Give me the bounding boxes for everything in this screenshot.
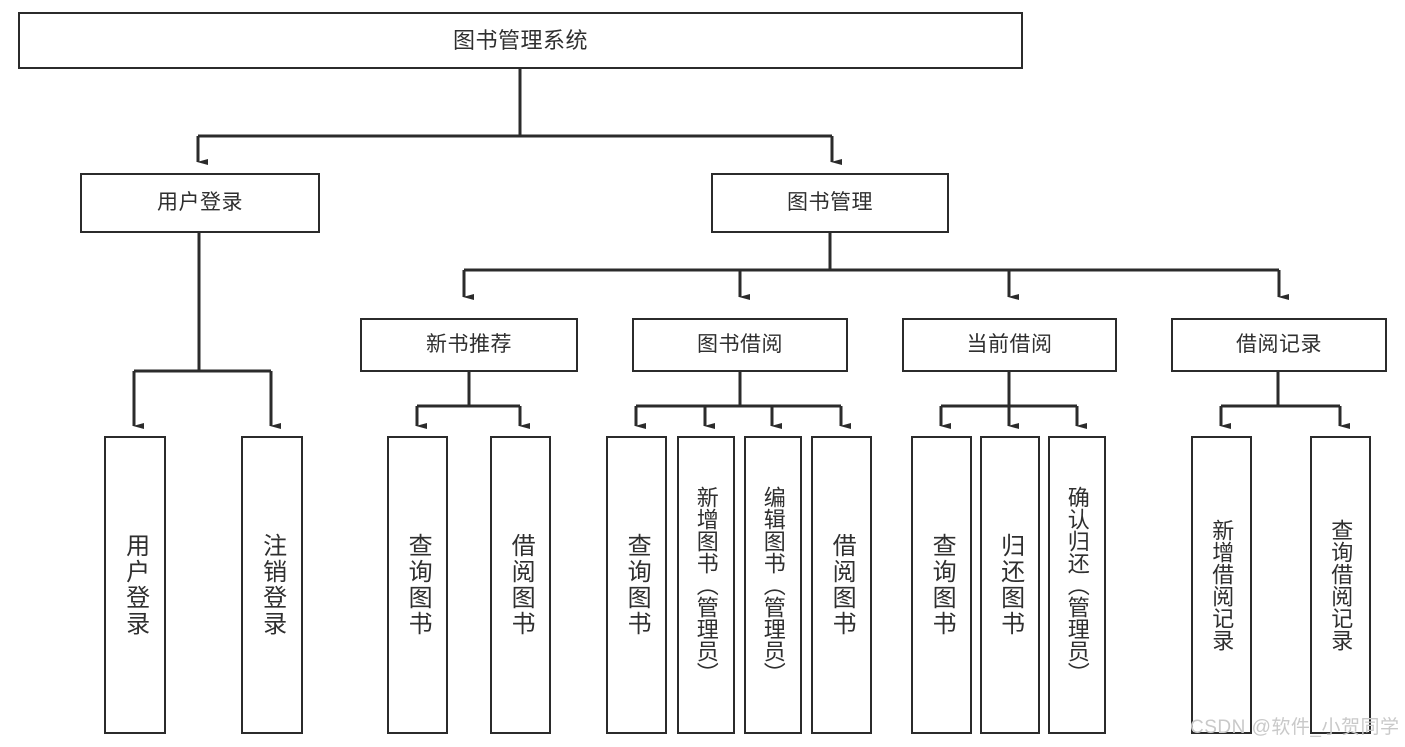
node-label: 查询借阅记录 — [1328, 519, 1354, 651]
leaf-user-login[interactable]: 用户登录 — [104, 436, 166, 734]
node-label: 编辑图书（管理员） — [760, 486, 786, 684]
node-book-management[interactable]: 图书管理 — [711, 173, 949, 233]
watermark-text: CSDN @软件_小贺同学 — [1190, 717, 1400, 738]
node-label: 注销登录 — [258, 533, 286, 637]
node-book-borrow[interactable]: 图书借阅 — [632, 318, 848, 372]
node-label: 新增图书（管理员） — [693, 486, 719, 684]
node-label: 借阅记录 — [1236, 332, 1322, 356]
leaf-query-book-current[interactable]: 查询图书 — [911, 436, 972, 734]
leaf-add-book-admin[interactable]: 新增图书（管理员） — [677, 436, 735, 734]
leaf-logout-login[interactable]: 注销登录 — [241, 436, 303, 734]
node-label: 查询图书 — [404, 533, 432, 637]
node-label: 用户登录 — [157, 190, 243, 214]
leaf-edit-book-admin[interactable]: 编辑图书（管理员） — [744, 436, 802, 734]
leaf-confirm-return-admin[interactable]: 确认归还（管理员） — [1048, 436, 1106, 734]
node-root-system[interactable]: 图书管理系统 — [18, 12, 1023, 69]
leaf-query-borrow-record[interactable]: 查询借阅记录 — [1310, 436, 1371, 734]
node-label: 查询图书 — [623, 533, 651, 637]
node-label: 当前借阅 — [966, 332, 1053, 356]
node-current-borrow[interactable]: 当前借阅 — [902, 318, 1117, 372]
leaf-return-book[interactable]: 归还图书 — [980, 436, 1040, 734]
node-new-book-recommend[interactable]: 新书推荐 — [360, 318, 578, 372]
leaf-add-borrow-record[interactable]: 新增借阅记录 — [1191, 436, 1252, 734]
leaf-query-book-borrow[interactable]: 查询图书 — [606, 436, 667, 734]
node-label: 图书管理系统 — [452, 27, 588, 53]
node-label: 借阅图书 — [507, 533, 535, 637]
leaf-borrow-book-rec[interactable]: 借阅图书 — [490, 436, 551, 734]
node-label: 查询图书 — [928, 533, 956, 637]
leaf-borrow-book[interactable]: 借阅图书 — [811, 436, 872, 734]
node-label: 归还图书 — [996, 533, 1024, 637]
node-label: 借阅图书 — [828, 533, 856, 637]
node-label: 图书管理 — [787, 190, 873, 214]
node-label: 新书推荐 — [426, 332, 512, 356]
node-borrow-record[interactable]: 借阅记录 — [1171, 318, 1387, 372]
leaf-query-book-rec[interactable]: 查询图书 — [387, 436, 448, 734]
node-label: 新增借阅记录 — [1209, 519, 1235, 651]
node-label: 图书借阅 — [697, 332, 783, 356]
node-label: 确认归还（管理员） — [1064, 486, 1090, 684]
node-label: 用户登录 — [121, 533, 149, 637]
node-user-login[interactable]: 用户登录 — [80, 173, 320, 233]
